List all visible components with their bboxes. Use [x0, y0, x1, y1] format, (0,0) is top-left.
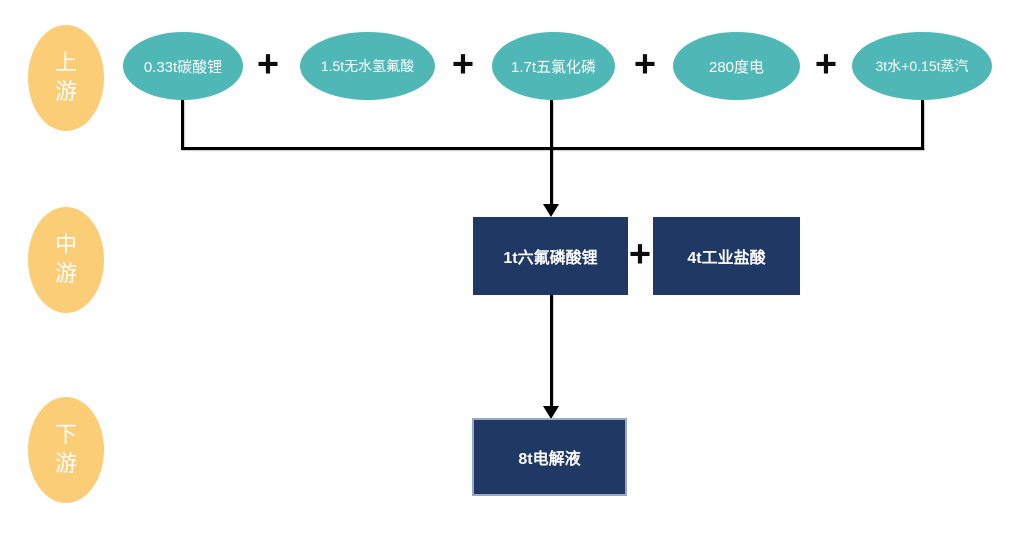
- node-label: 0.33t碳酸锂: [143, 58, 223, 76]
- plus-icon: +: [628, 233, 652, 276]
- node-lithium-hexafluorophosphate: 1t六氟磷酸锂: [473, 217, 628, 295]
- node-water-and-steam: 3t水+0.15t蒸汽: [852, 32, 992, 100]
- node-label: 4t工业盐酸: [687, 250, 766, 267]
- stage-badge-label: 中游: [54, 232, 77, 286]
- node-label: 1.7t五氯化磷: [510, 58, 597, 76]
- node-electricity: 280度电: [673, 32, 800, 100]
- connector-center-drop: [550, 100, 553, 205]
- node-label: 3t水+0.15t蒸汽: [875, 58, 969, 74]
- stage-badge-downstream: 下游: [28, 397, 104, 503]
- plus-icon: +: [451, 43, 475, 86]
- node-label: 1t六氟磷酸锂: [503, 250, 598, 267]
- connector-right-drop: [921, 100, 924, 149]
- node-label: 1.5t无水氢氟酸: [320, 58, 415, 74]
- plus-icon: +: [633, 43, 657, 86]
- connector-midstream-drop: [550, 295, 553, 407]
- arrow-down-icon: [543, 406, 559, 419]
- stage-badge-upstream: 上游: [28, 25, 104, 131]
- node-electrolyte: 8t电解液: [472, 418, 627, 496]
- node-label: 280度电: [708, 58, 765, 76]
- stage-badge-label: 上游: [54, 50, 77, 104]
- plus-icon: +: [814, 43, 838, 86]
- node-hydrofluoric-acid: 1.5t无水氢氟酸: [300, 32, 435, 100]
- node-lithium-carbonate: 0.33t碳酸锂: [123, 32, 243, 100]
- node-phosphorus-pentachloride: 1.7t五氯化磷: [492, 32, 615, 100]
- stage-badge-label: 下游: [54, 422, 77, 476]
- plus-icon: +: [256, 43, 280, 86]
- connector-horizontal-bus: [181, 147, 924, 150]
- stage-badge-midstream: 中游: [28, 207, 104, 313]
- node-industrial-hydrochloric-acid: 4t工业盐酸: [653, 217, 800, 295]
- node-label: 8t电解液: [518, 451, 581, 468]
- connector-left-drop: [181, 100, 184, 149]
- arrow-down-icon: [543, 204, 559, 217]
